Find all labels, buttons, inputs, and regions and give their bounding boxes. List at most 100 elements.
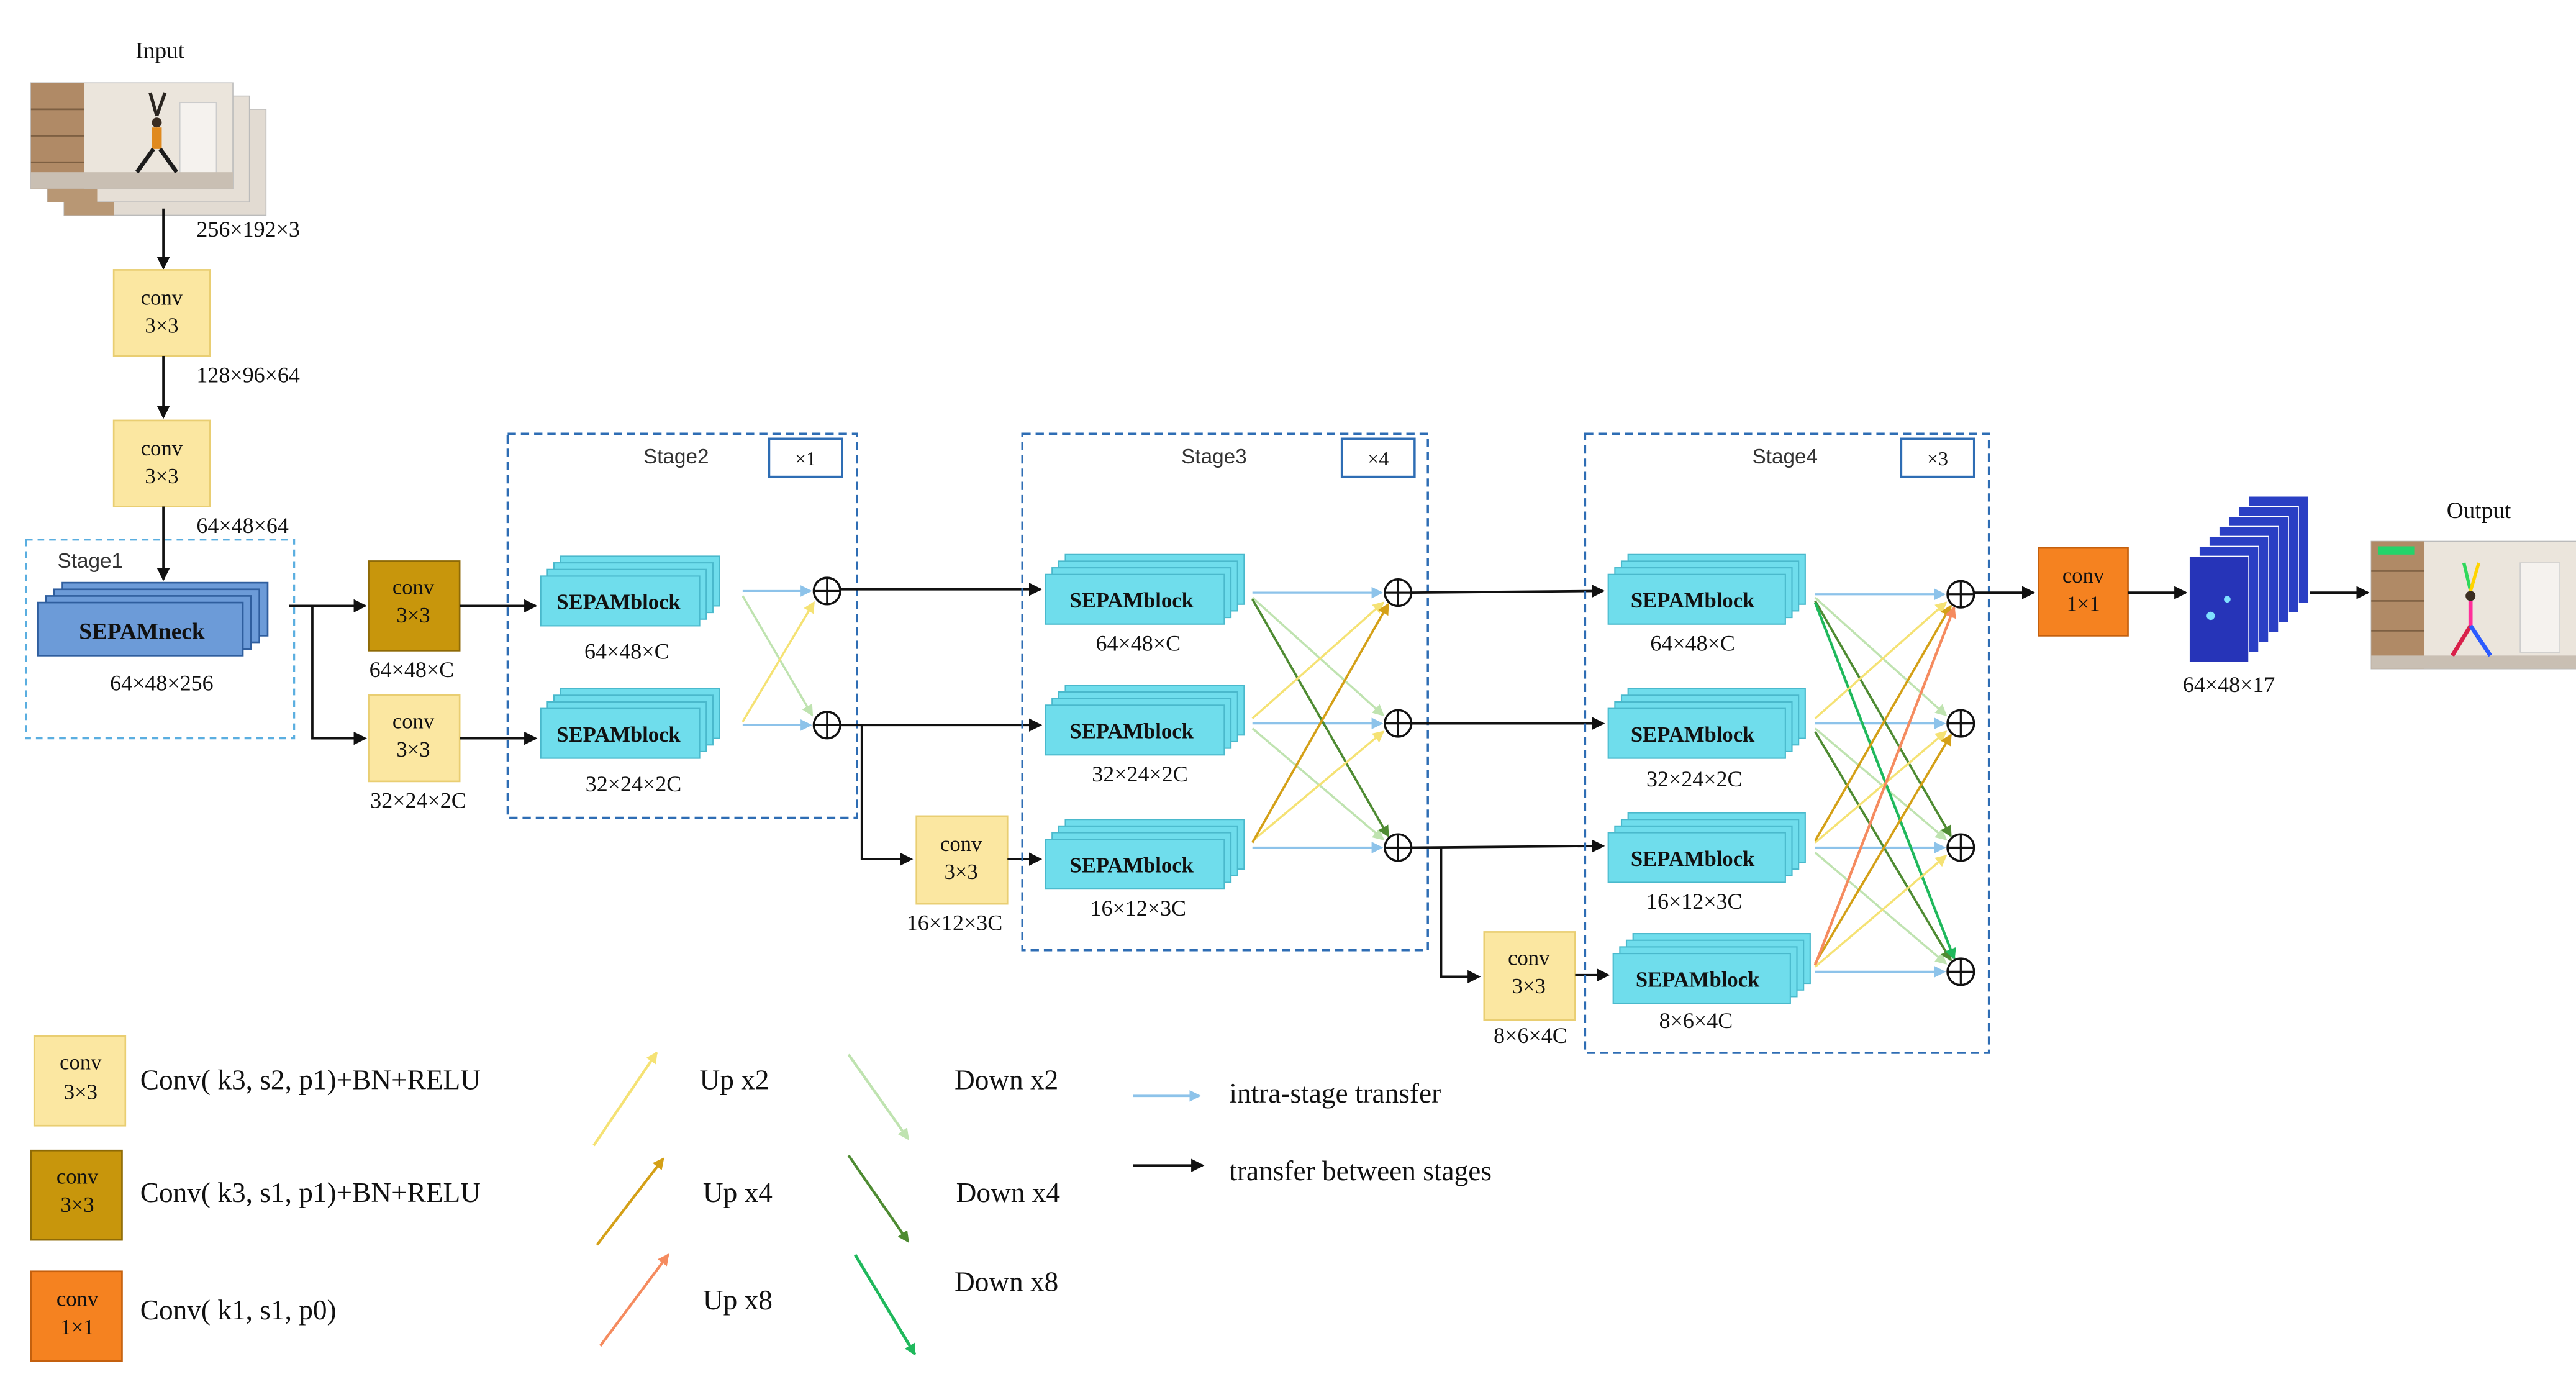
arrow-neck-branch bbox=[311, 606, 367, 745]
stage3-block-1-label: SEPAMblock bbox=[1069, 589, 1194, 612]
stage4-dims-3: 16×12×3C bbox=[1646, 889, 1742, 914]
s2-sum-2 bbox=[812, 711, 841, 740]
conv2-block: conv 3×3 bbox=[112, 419, 211, 507]
s3-sum-1 bbox=[1384, 578, 1413, 607]
sepam-neck-block: SEPAMneck bbox=[37, 581, 269, 657]
s3-down2-a bbox=[1251, 596, 1385, 717]
stage2-dims-1: 64×48×C bbox=[584, 639, 669, 664]
stage2-block-1: SEPAMblock bbox=[540, 555, 720, 627]
conv-trans3-label: conv bbox=[1508, 947, 1550, 970]
stage3-block-1: SEPAMblock bbox=[1045, 553, 1245, 625]
output-label: Output bbox=[2447, 498, 2511, 524]
legend-intra-text: intra-stage transfer bbox=[1229, 1078, 1441, 1109]
stage3-repeat-badge: ×4 bbox=[1340, 437, 1416, 478]
stage3-block-3-label: SEPAMblock bbox=[1069, 853, 1194, 877]
heatmap-stack bbox=[2188, 496, 2309, 663]
legend-up-x2-text: Up x2 bbox=[700, 1065, 769, 1096]
legend-conv-s2: conv 3×3 Conv( k3, s2, p1)+BN+RELU bbox=[33, 1035, 481, 1127]
conv-trans3-kernel: 3×3 bbox=[1512, 975, 1546, 998]
conv-s1-kernel: 3×3 bbox=[396, 604, 430, 627]
stage1-box bbox=[25, 539, 296, 740]
stage4-block-3: SEPAMblock bbox=[1607, 812, 1806, 883]
stage1-title: Stage1 bbox=[58, 550, 124, 573]
s4-up4-b bbox=[1814, 733, 1952, 965]
legend-conv-1x1-label: conv bbox=[57, 1288, 99, 1311]
neck-dims: 64×48×256 bbox=[110, 670, 213, 695]
sepam-neck-label: SEPAMneck bbox=[79, 619, 205, 645]
legend-conv-s1-text: Conv( k3, s1, p1)+BN+RELU bbox=[140, 1177, 481, 1208]
s2-up2 bbox=[742, 601, 815, 722]
stage4-block-3-label: SEPAMblock bbox=[1631, 847, 1755, 871]
stage4-block-4: SEPAMblock bbox=[1612, 933, 1811, 1004]
s4-down2-b bbox=[1814, 727, 1948, 840]
s4-down4-a bbox=[1814, 600, 1952, 838]
input-frame-front bbox=[30, 82, 234, 189]
arrow-s3-s4-b1 bbox=[1411, 584, 1605, 598]
stage3-dims-2: 32×24×2C bbox=[1092, 762, 1187, 786]
conv1-label: conv bbox=[141, 286, 183, 309]
stage4-dims-1: 64×48×C bbox=[1650, 630, 1735, 655]
stage3-box bbox=[1021, 432, 1429, 952]
stage3-dims-1: 64×48×C bbox=[1096, 630, 1181, 655]
stage2-dims-2: 32×24×2C bbox=[586, 771, 681, 796]
s4-down4-b bbox=[1814, 731, 1952, 962]
s2-sum-1 bbox=[812, 576, 841, 606]
s4-down8 bbox=[1813, 602, 1956, 960]
stage4-box bbox=[1584, 432, 1990, 1054]
s2-down2 bbox=[742, 595, 814, 717]
conv-trans2-kernel: 3×3 bbox=[945, 860, 978, 884]
s4-sum-1 bbox=[1946, 580, 1975, 609]
s3-down4 bbox=[1251, 598, 1389, 838]
conv-trans2-block: conv 3×3 bbox=[915, 815, 1009, 905]
dims-32x24x2C-trans: 32×24×2C bbox=[370, 788, 466, 813]
stage3-block-2-label: SEPAMblock bbox=[1069, 720, 1194, 744]
stage4-repeat-badge: ×3 bbox=[1900, 437, 1975, 478]
conv1-kernel: 3×3 bbox=[145, 314, 178, 338]
stage3-block-3: SEPAMblock bbox=[1045, 819, 1245, 890]
stage4-block-1-label: SEPAMblock bbox=[1631, 589, 1755, 612]
s3-sum-2 bbox=[1384, 709, 1413, 738]
conv-trans2-label: conv bbox=[940, 832, 982, 856]
s4-up2-c bbox=[1814, 855, 1948, 968]
s3-sum-3 bbox=[1384, 833, 1413, 862]
conv-1x1-label: conv bbox=[2062, 564, 2105, 588]
conv-trans3-block: conv 3×3 bbox=[1483, 931, 1576, 1021]
legend-down-x2: Down x2 bbox=[847, 1053, 1058, 1140]
stage4-block-2: SEPAMblock bbox=[1607, 688, 1806, 759]
stage4-dims-4: 8×6×4C bbox=[1659, 1008, 1733, 1033]
legend-down-x8-text: Down x8 bbox=[955, 1267, 1058, 1298]
s4-up8 bbox=[1813, 606, 1956, 966]
legend-conv-s1-label: conv bbox=[57, 1165, 99, 1189]
dims-64x48xC-trans: 64×48×C bbox=[370, 657, 455, 682]
arrow-s2-trans2 bbox=[860, 725, 914, 866]
stage2-block-2: SEPAMblock bbox=[540, 688, 720, 759]
conv1-block: conv 3×3 bbox=[112, 269, 211, 357]
s4-down2-c bbox=[1814, 852, 1948, 965]
legend-up-x2: Up x2 bbox=[592, 1051, 769, 1147]
input-label: Input bbox=[135, 38, 184, 63]
legend-conv-s1-kernel: 3×3 bbox=[60, 1193, 94, 1217]
legend-between: transfer between stages bbox=[1133, 1155, 1492, 1186]
s4-up2-a bbox=[1814, 601, 1948, 719]
conv2-label: conv bbox=[141, 437, 183, 460]
s4-sum-4 bbox=[1946, 957, 1975, 986]
stage3-block-2: SEPAMblock bbox=[1045, 685, 1245, 756]
legend-conv-1x1-text: Conv( k1, s1, p0) bbox=[140, 1294, 337, 1326]
input-image-stack bbox=[30, 82, 267, 216]
stage4-repeat: ×3 bbox=[1927, 448, 1948, 470]
dims-64x48x64: 64×48×64 bbox=[196, 513, 288, 538]
s3-up2-b bbox=[1251, 730, 1385, 842]
stage4-title: Stage4 bbox=[1753, 445, 1818, 468]
input-dims: 256×192×3 bbox=[196, 217, 299, 242]
stage4-block-2-label: SEPAMblock bbox=[1631, 723, 1755, 747]
conv-trans1-kernel: 3×3 bbox=[396, 738, 430, 762]
dims-8x6x4C-trans: 8×6×4C bbox=[1494, 1023, 1567, 1048]
arrow-s3-trans3 bbox=[1440, 847, 1481, 984]
stage2-block-1-label: SEPAMblock bbox=[556, 591, 681, 614]
stage3-dims-3: 16×12×3C bbox=[1091, 896, 1186, 921]
legend-down-x4-text: Down x4 bbox=[956, 1177, 1060, 1208]
stage3-title: Stage3 bbox=[1181, 445, 1247, 468]
legend-between-text: transfer between stages bbox=[1229, 1155, 1492, 1186]
output-skeleton bbox=[2451, 562, 2492, 657]
